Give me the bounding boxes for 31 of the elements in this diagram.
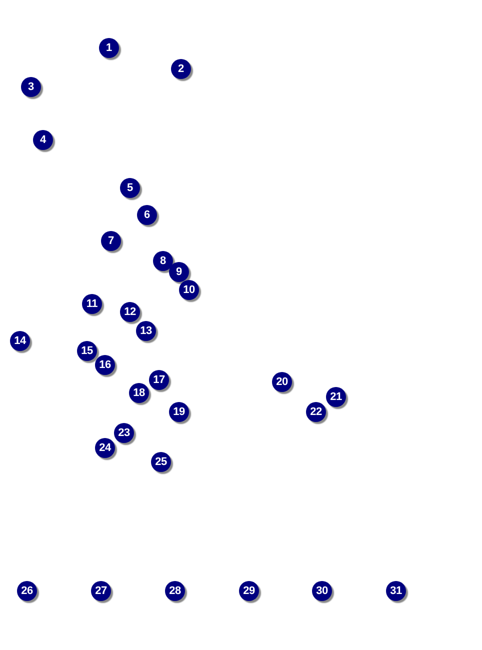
callout-number: 23	[114, 423, 134, 443]
callout-number: 14	[10, 331, 30, 351]
callout-number: 28	[165, 581, 185, 601]
callout-number: 27	[91, 581, 111, 601]
callout-number: 17	[149, 370, 169, 390]
callout-number: 6	[137, 205, 157, 225]
callout-number: 3	[21, 77, 41, 97]
callout-number: 22	[306, 402, 326, 422]
callout-number: 25	[151, 452, 171, 472]
callout-number: 4	[33, 130, 53, 150]
callout-number: 2	[171, 59, 191, 79]
callout-number: 12	[120, 302, 140, 322]
callout-number: 21	[326, 387, 346, 407]
callout-number: 19	[169, 402, 189, 422]
callout-number: 24	[95, 438, 115, 458]
callout-number: 20	[272, 372, 292, 392]
callout-number: 8	[153, 251, 173, 271]
callout-number: 18	[129, 383, 149, 403]
callout-number: 7	[101, 231, 121, 251]
callout-number: 26	[17, 581, 37, 601]
callout-number: 15	[77, 341, 97, 361]
callout-number: 10	[179, 280, 199, 300]
callout-number: 13	[136, 321, 156, 341]
callout-number: 31	[386, 581, 406, 601]
callout-number: 30	[312, 581, 332, 601]
callout-number: 16	[95, 355, 115, 375]
callout-number: 11	[82, 294, 102, 314]
callout-number: 9	[169, 262, 189, 282]
callout-number: 5	[120, 178, 140, 198]
callout-number: 29	[239, 581, 259, 601]
callout-number: 1	[99, 38, 119, 58]
